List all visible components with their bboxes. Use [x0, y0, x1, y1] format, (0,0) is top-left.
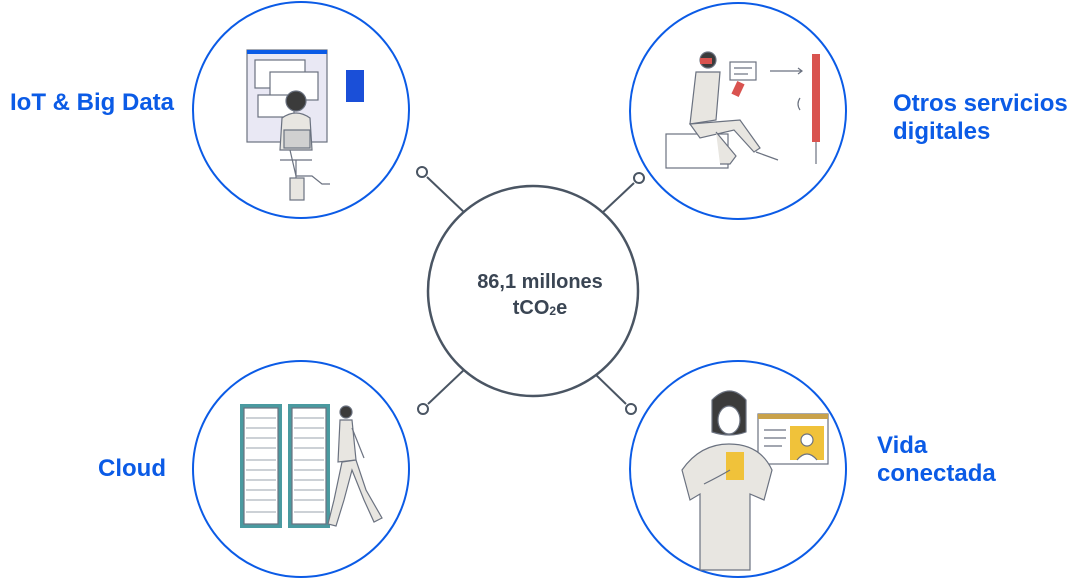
center-unit-suffix: e: [556, 297, 568, 319]
node-label-otros-line1: Otros servicios: [893, 90, 1068, 117]
connectors: [416, 166, 645, 415]
node-label-cloud-line1: Cloud: [98, 455, 166, 482]
connector-dot-vida: [625, 403, 637, 415]
center-value-line2: tCO2e: [440, 295, 640, 323]
connector-vida: [593, 372, 627, 405]
center-unit-subscript: 2: [549, 304, 557, 318]
connector-otros: [600, 182, 635, 215]
node-label-iot-line1: IoT & Big Data: [10, 89, 175, 116]
woman-video-call-icon: [681, 390, 829, 571]
connector-iot: [426, 176, 467, 215]
node-label-iot: IoT & Big Data: [10, 89, 174, 117]
person-using-phone-icon: [665, 51, 820, 169]
node-label-vida: Vida conectada: [877, 432, 996, 488]
connector-dot-cloud: [417, 403, 429, 415]
connector-dot-iot: [416, 166, 428, 178]
node-label-otros: Otros servicios digitales: [893, 90, 1068, 146]
node-label-otros-line2: digitales: [893, 118, 991, 145]
center-value-line1: 86,1 millones: [477, 271, 603, 293]
node-label-vida-line1: Vida: [877, 432, 928, 459]
person-at-computer-icon: [246, 49, 364, 201]
connector-dot-otros: [633, 172, 645, 184]
connector-cloud: [427, 367, 467, 405]
server-racks-icon: [240, 404, 383, 528]
node-label-cloud: Cloud: [98, 455, 166, 483]
node-label-vida-line2: conectada: [877, 460, 996, 487]
center-unit-prefix: tCO: [512, 297, 550, 319]
center-value: 86,1 millones tCO2e: [440, 269, 640, 323]
center-circle: [426, 184, 640, 398]
